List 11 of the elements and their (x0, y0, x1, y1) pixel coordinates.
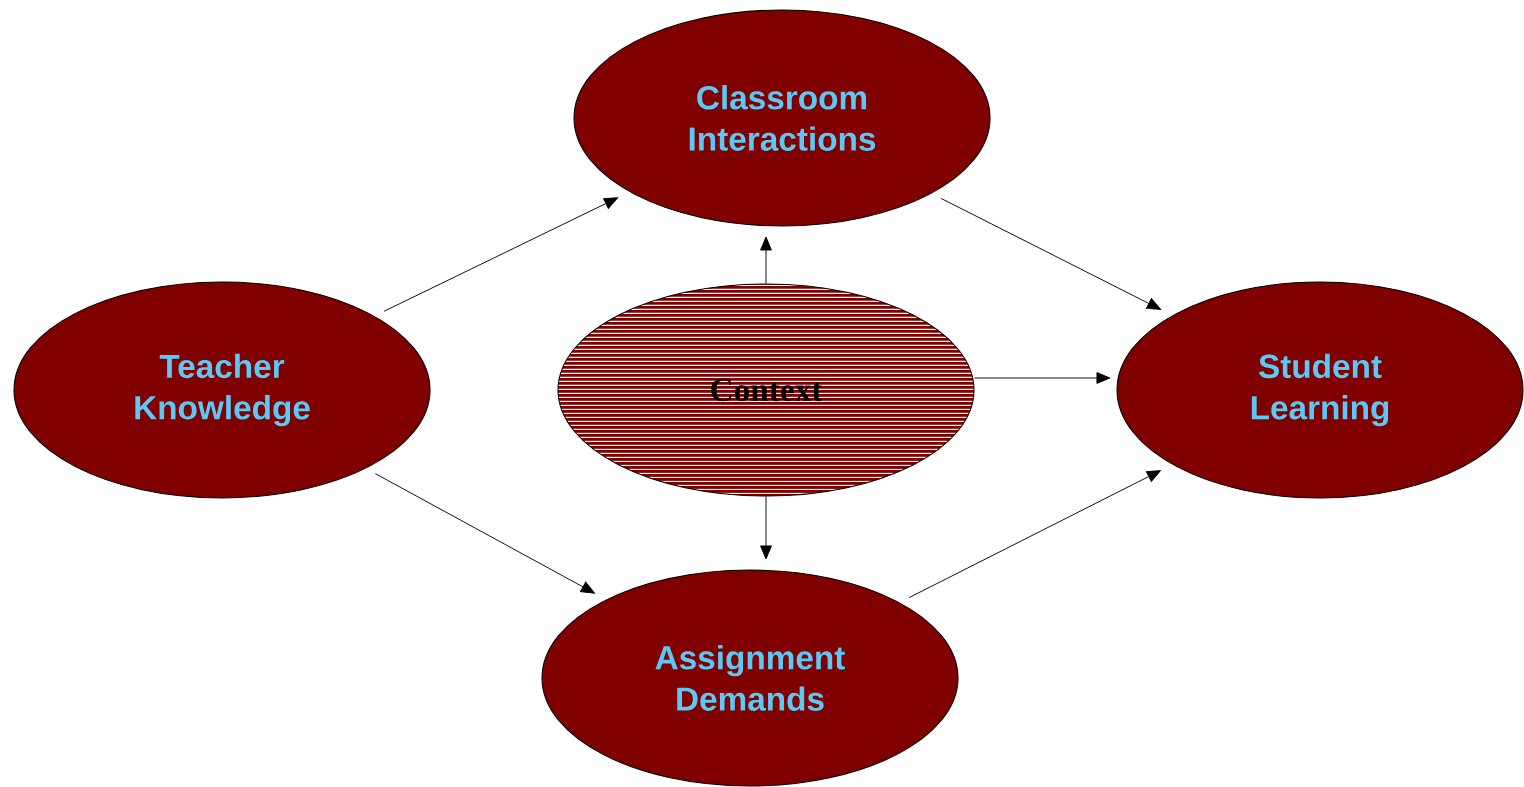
arrow (908, 470, 1161, 599)
arrow (974, 372, 1111, 384)
arrow (374, 473, 595, 594)
ellipse-node: Classroom Interactions (573, 9, 991, 227)
ellipse-node: Student Learning (1116, 281, 1524, 499)
ellipse-node: Assignment Demands (541, 569, 959, 787)
arrow (760, 236, 772, 284)
arrow (760, 496, 772, 560)
arrow (383, 197, 619, 312)
arrow (940, 197, 1161, 310)
ellipse-node: Teacher Knowledge (13, 281, 431, 499)
